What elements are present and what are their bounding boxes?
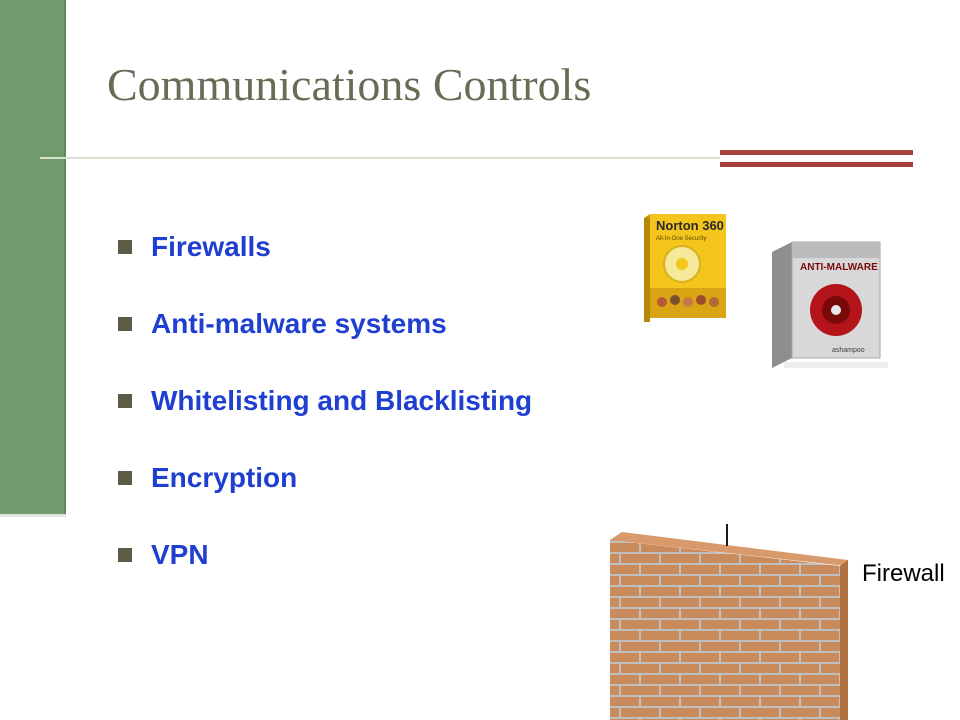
bullet-label: Firewalls	[151, 230, 271, 262]
anti-malware-publisher: ashampoo	[832, 347, 865, 354]
bullet-list: Firewalls Anti-malware systems Whitelist…	[118, 208, 532, 593]
square-bullet-icon	[118, 470, 132, 485]
square-bullet-icon	[118, 393, 132, 408]
square-bullet-icon	[118, 316, 132, 331]
bullet-label: Encryption	[151, 461, 298, 493]
firewall-wall-image	[610, 524, 848, 720]
bullet-item-encryption: Encryption	[118, 439, 532, 516]
anti-malware-box-image: ANTI-MALWARE ashampoo	[772, 241, 888, 368]
norton-360-box-image: Norton 360 All-In-One Security	[644, 214, 726, 322]
norton-box-name: Norton 360	[656, 218, 724, 233]
bullet-item-whitelisting: Whitelisting and Blacklisting	[118, 362, 532, 439]
slide-title: Communications Controls	[107, 59, 592, 110]
bullet-label: VPN	[151, 538, 209, 570]
accent-bar-top	[720, 150, 913, 155]
anti-malware-box-name: ANTI-MALWARE	[800, 262, 878, 273]
bullet-label: Whitelisting and Blacklisting	[151, 384, 533, 416]
square-bullet-icon	[118, 547, 132, 562]
bullet-item-firewalls: Firewalls	[118, 208, 532, 285]
accent-bar-bottom	[720, 162, 913, 167]
square-bullet-icon	[118, 239, 132, 254]
bullet-item-anti-malware: Anti-malware systems	[118, 285, 532, 362]
sidebar-band	[0, 0, 64, 514]
bullet-label: Anti-malware systems	[151, 307, 447, 339]
sidebar-shadow	[0, 514, 66, 517]
sidebar-edge	[64, 0, 66, 514]
title-underline	[40, 157, 720, 159]
firewall-label: Firewall	[862, 560, 945, 587]
norton-box-subtitle: All-In-One Security	[656, 236, 706, 242]
bullet-item-vpn: VPN	[118, 516, 532, 593]
